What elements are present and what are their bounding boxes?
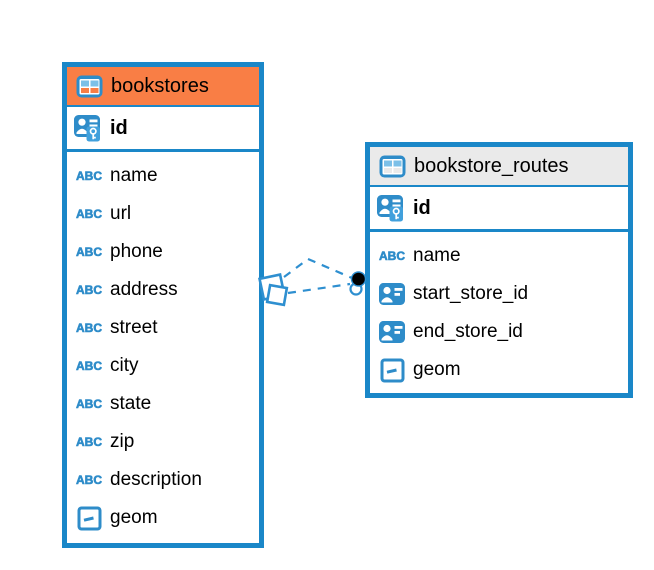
column-row[interactable]: start_store_id: [370, 275, 628, 313]
text-type-icon: ABC: [76, 397, 103, 411]
text-type-icon: ABC: [76, 169, 103, 183]
column-row-pk-id[interactable]: id: [370, 187, 628, 232]
column-row-pk-id[interactable]: id: [67, 107, 259, 152]
column-row[interactable]: ABC description: [67, 461, 259, 499]
text-type-icon: ABC: [76, 245, 103, 259]
column-row[interactable]: ABC zip: [67, 423, 259, 461]
column-name: start_store_id: [413, 283, 529, 304]
relationship-one-end-marker: [349, 271, 367, 296]
column-name: geom: [110, 507, 158, 528]
relationship-line-start-store-id[interactable]: [283, 257, 353, 280]
column-row[interactable]: ABC name: [370, 237, 628, 275]
table-icon: [377, 155, 407, 178]
column-name: phone: [110, 241, 163, 262]
column-name: city: [110, 355, 139, 376]
column-row[interactable]: geom: [67, 499, 259, 537]
column-name: address: [110, 279, 178, 300]
column-row[interactable]: ABC address: [67, 271, 259, 309]
reference-column-icon: [377, 320, 407, 344]
column-name: name: [413, 245, 461, 266]
reference-column-icon: [377, 282, 407, 306]
relationship-line-end-store-id[interactable]: [287, 282, 351, 295]
column-name: street: [110, 317, 158, 338]
text-type-icon: ABC: [76, 359, 103, 373]
column-row[interactable]: ABC url: [67, 195, 259, 233]
column-name: name: [110, 165, 158, 186]
column-name: end_store_id: [413, 321, 523, 342]
text-type-icon: ABC: [76, 207, 103, 221]
column-name: geom: [413, 359, 461, 380]
column-name: id: [110, 116, 128, 139]
geometry-type-icon: [377, 358, 407, 383]
column-name: description: [110, 469, 202, 490]
column-row[interactable]: ABC city: [67, 347, 259, 385]
table-title: bookstores: [111, 74, 209, 97]
primary-key-icon: [376, 194, 406, 223]
column-row[interactable]: ABC state: [67, 385, 259, 423]
text-type-icon: ABC: [379, 249, 406, 263]
entity-table-bookstores[interactable]: bookstores id ABC name: [62, 62, 264, 548]
text-type-icon: ABC: [76, 435, 103, 449]
table-title: bookstore_routes: [414, 154, 569, 177]
table-header-bookstore-routes[interactable]: bookstore_routes: [370, 147, 628, 187]
column-row[interactable]: ABC street: [67, 309, 259, 347]
column-row[interactable]: ABC phone: [67, 233, 259, 271]
geometry-type-icon: [74, 506, 104, 531]
text-type-icon: ABC: [76, 473, 103, 487]
column-list: ABC name start_store_id: [370, 232, 628, 394]
text-type-icon: ABC: [76, 283, 103, 297]
primary-key-icon: [73, 114, 103, 143]
column-row[interactable]: ABC name: [67, 157, 259, 195]
table-icon: [74, 75, 104, 98]
column-name: zip: [110, 431, 135, 452]
table-header-bookstores[interactable]: bookstores: [67, 67, 259, 107]
entity-table-bookstore-routes[interactable]: bookstore_routes id ABC name: [365, 142, 633, 398]
column-row[interactable]: geom: [370, 351, 628, 389]
column-list: ABC name ABC url ABC phone ABC address A…: [67, 152, 259, 542]
column-row[interactable]: end_store_id: [370, 313, 628, 351]
column-name: url: [110, 203, 132, 224]
column-name: id: [413, 196, 431, 219]
column-name: state: [110, 393, 152, 414]
text-type-icon: ABC: [76, 321, 103, 335]
